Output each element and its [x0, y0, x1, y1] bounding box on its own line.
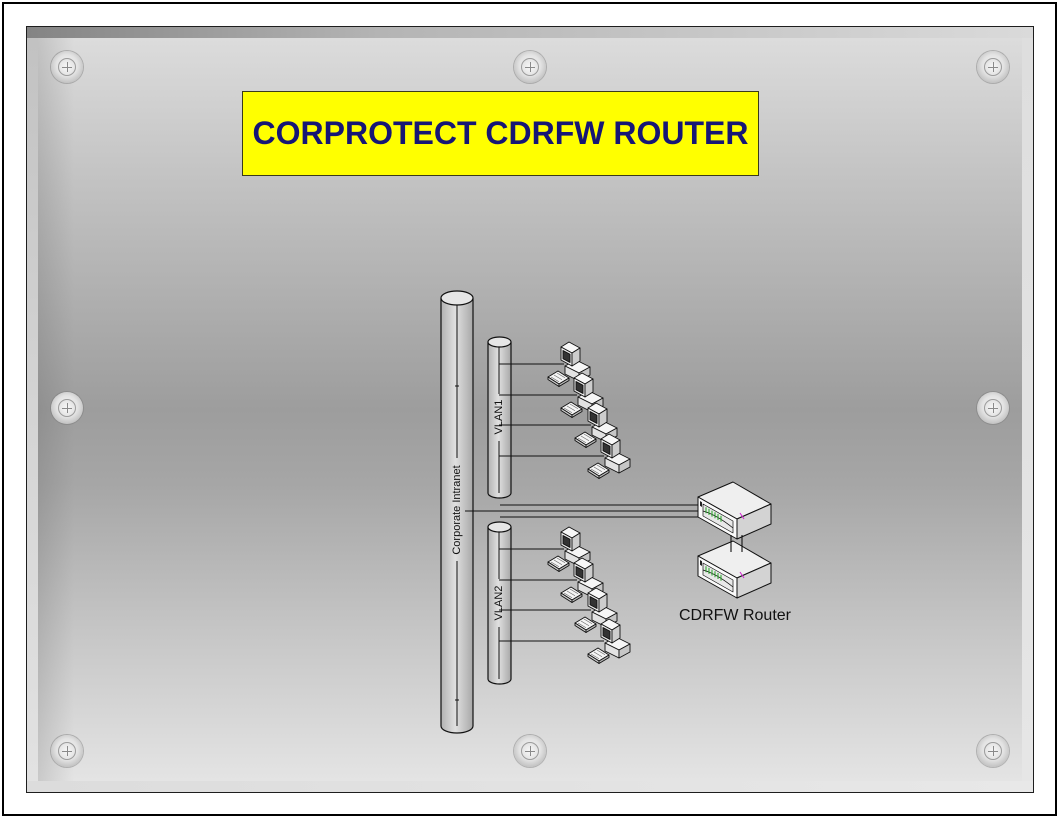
- workstation-links: [499, 363, 604, 642]
- backbone-cylinder: [440, 298, 474, 734]
- screw-icon: [51, 51, 83, 83]
- vlan-cylinder: [487, 342, 512, 499]
- vlan-cylinder-top: [487, 521, 512, 533]
- router-stack: [697, 481, 772, 599]
- router-uplinks: [465, 504, 705, 518]
- frame-bevel-left: [27, 38, 38, 781]
- vlan1-segment: VLAN1: [487, 336, 512, 499]
- vlan-label: VLAN1: [493, 400, 505, 435]
- frame-bevel-right: [1022, 38, 1033, 781]
- screw-icon: [514, 51, 546, 83]
- screw-icon: [51, 392, 83, 424]
- backbone-cylinder-top: [440, 290, 474, 306]
- vlan-cylinder-top: [487, 336, 512, 348]
- router-icon: [697, 540, 772, 599]
- screw-icon: [51, 735, 83, 767]
- screw-icon: [514, 735, 546, 767]
- vlan-cylinder: [487, 527, 512, 685]
- vlan2-segment: VLAN2: [487, 521, 512, 685]
- page-title: CORPROTECT CDRFW ROUTER: [252, 114, 749, 151]
- title-banner: CORPROTECT CDRFW ROUTER: [242, 91, 759, 176]
- screw-icon: [977, 735, 1009, 767]
- frame-bevel-top: [27, 27, 1033, 38]
- corporate-intranet-backbone: Corporate Intranet: [440, 290, 474, 734]
- router-label: CDRFW Router: [679, 607, 792, 624]
- vlan-label: VLAN2: [493, 586, 505, 621]
- router-icon: [697, 481, 772, 540]
- screw-icon: [977, 51, 1009, 83]
- screw-icon: [977, 392, 1009, 424]
- frame-bevel-bottom: [27, 781, 1033, 792]
- backbone-label: Corporate Intranet: [451, 465, 463, 554]
- workstations: [547, 341, 631, 664]
- router-interconnect: [730, 535, 743, 552]
